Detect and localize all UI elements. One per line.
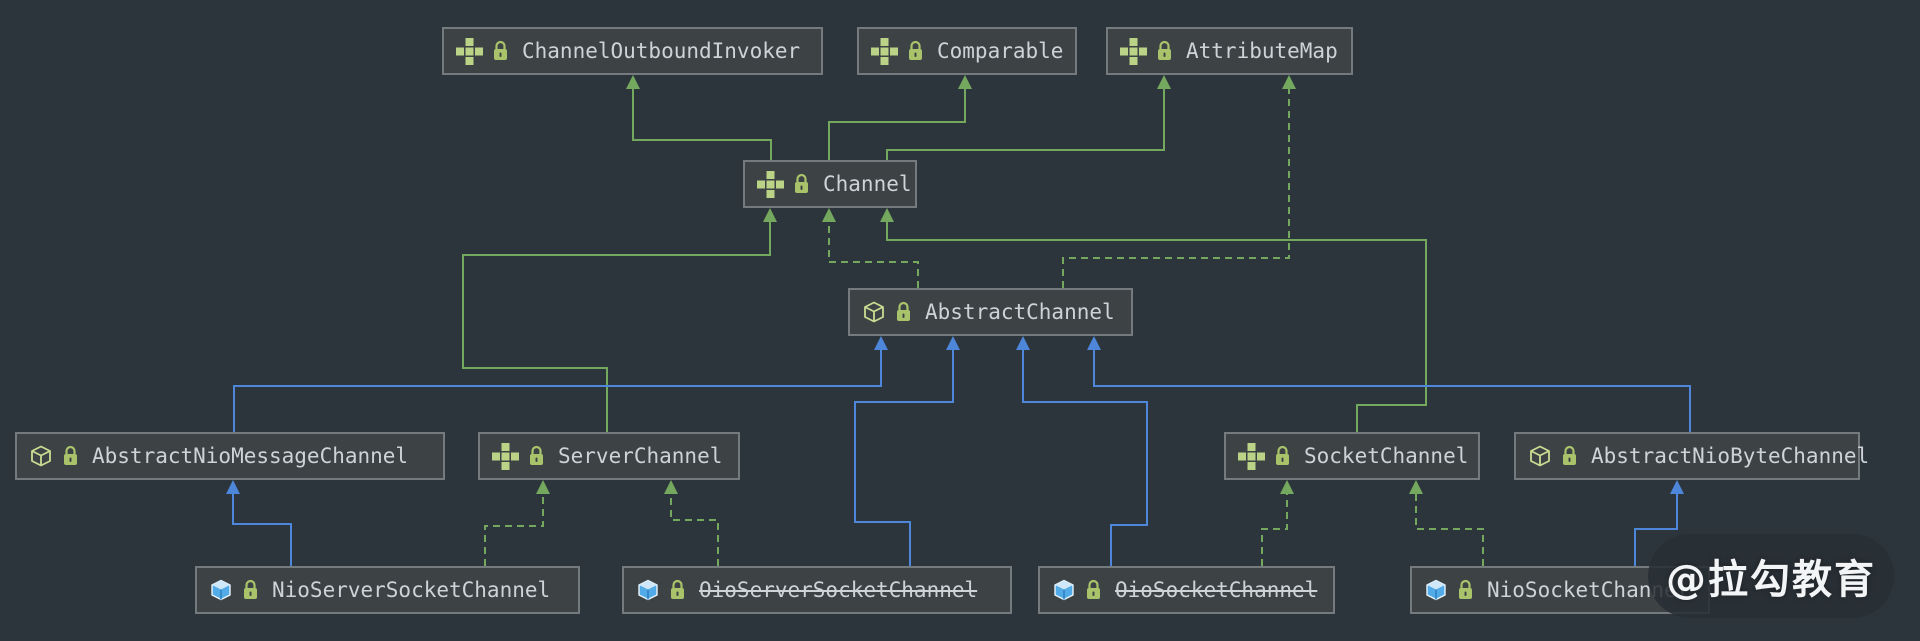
abstract-class-icon [1530,445,1550,467]
edge-abstract-channel-implements-attribute-map [1062,87,1290,288]
edge-oio-server-socket-channel-implements-server-channel [670,492,719,566]
lock-icon [1276,445,1289,465]
class-node-abstract-nio-byte-channel[interactable]: AbstractNioByteChannel [1514,432,1869,480]
class-node-label: AbstractNioByteChannel [1591,444,1870,468]
class-node-server-channel[interactable]: ServerChannel [478,432,740,480]
arrowhead-icon [226,480,240,494]
class-node-abstract-channel[interactable]: AbstractChannel [848,288,1133,336]
arrowhead-icon [1157,75,1171,89]
arrowhead-icon [763,208,777,222]
lock-icon [909,40,922,60]
lock-icon [1158,40,1171,60]
arrowhead-icon [1280,480,1294,494]
lock-icon [1563,445,1576,465]
class-node-abstract-nio-message-channel[interactable]: AbstractNioMessageChannel [15,432,445,480]
edge-oio-socket-channel-extends-abstract-channel [1022,348,1148,566]
lock-icon [671,579,684,599]
edge-nio-server-socket-channel-implements-server-channel [484,492,544,566]
arrowhead-icon [1409,480,1423,494]
class-node-oio-socket-channel[interactable]: OioSocketChannel [1038,566,1335,614]
arrowhead-icon [626,75,640,89]
edge-oio-socket-channel-implements-socket-channel [1261,492,1288,566]
edge-server-channel-extends-channel [462,220,771,432]
interface-icon [871,37,898,65]
abstract-class-icon [31,445,51,467]
arrowhead-icon [958,75,972,89]
class-node-attribute-map[interactable]: AttributeMap [1106,27,1353,75]
class-node-comparable[interactable]: Comparable [857,27,1077,75]
class-node-label: Comparable [937,39,1064,63]
arrowhead-icon [664,480,678,494]
class-icon [211,579,231,601]
class-node-label: Channel [823,172,912,196]
class-node-label: OioSocketChannel [1115,578,1318,602]
class-node-label: OioServerSocketChannel [699,578,978,602]
abstract-class-icon [864,301,884,323]
lock-icon [64,445,77,465]
class-icon [1054,579,1074,601]
lock-icon [897,301,910,321]
watermark-badge: @拉勾教育 [1648,534,1894,618]
arrowhead-icon [1087,336,1101,350]
edge-channel-extends-attribute-map [886,87,1165,160]
class-node-label: ChannelOutboundInvoker [522,39,801,63]
arrowhead-icon [1670,480,1684,494]
class-node-channel[interactable]: Channel [743,160,917,208]
edge-abstract-channel-implements-channel [828,220,919,288]
edge-nio-server-socket-channel-extends-abstract-nio-message-channel [232,492,292,566]
interface-icon [1238,442,1265,470]
class-node-nio-server-socket-channel[interactable]: NioServerSocketChannel [195,566,580,614]
class-node-label: AttributeMap [1186,39,1338,63]
class-icon [638,579,658,601]
class-node-label: ServerChannel [558,444,723,468]
arrowhead-icon [874,336,888,350]
edge-oio-server-socket-channel-extends-abstract-channel [854,348,954,566]
interface-icon [757,170,784,198]
class-node-label: NioServerSocketChannel [272,578,551,602]
interface-icon [492,442,519,470]
class-node-channel-outbound-invoker[interactable]: ChannelOutboundInvoker [442,27,823,75]
edge-nio-socket-channel-extends-abstract-nio-byte-channel [1634,492,1678,566]
interface-icon [1120,37,1147,65]
edge-socket-channel-extends-channel [886,220,1427,432]
lock-icon [1459,579,1472,599]
class-node-label: SocketChannel [1304,444,1469,468]
lock-icon [530,445,543,465]
lock-icon [244,579,257,599]
arrowhead-icon [536,480,550,494]
class-node-label: AbstractNioMessageChannel [92,444,409,468]
class-node-label: AbstractChannel [925,300,1115,324]
edge-nio-socket-channel-implements-socket-channel [1415,492,1484,566]
lock-icon [795,173,808,193]
edge-channel-extends-comparable [828,87,966,160]
edge-abstract-nio-message-channel-extends-abstract-channel [233,348,882,432]
class-node-oio-server-socket-channel[interactable]: OioServerSocketChannel [622,566,1012,614]
lock-icon [494,40,507,60]
arrowhead-icon [822,208,836,222]
edge-abstract-nio-byte-channel-extends-abstract-channel [1093,348,1691,432]
class-node-socket-channel[interactable]: SocketChannel [1224,432,1480,480]
arrowhead-icon [880,208,894,222]
arrowhead-icon [1016,336,1030,350]
arrowhead-icon [946,336,960,350]
class-icon [1426,579,1446,601]
edge-channel-extends-channel-outbound-invoker [632,87,772,160]
interface-icon [456,37,483,65]
lock-icon [1087,579,1100,599]
arrowhead-icon [1282,75,1296,89]
